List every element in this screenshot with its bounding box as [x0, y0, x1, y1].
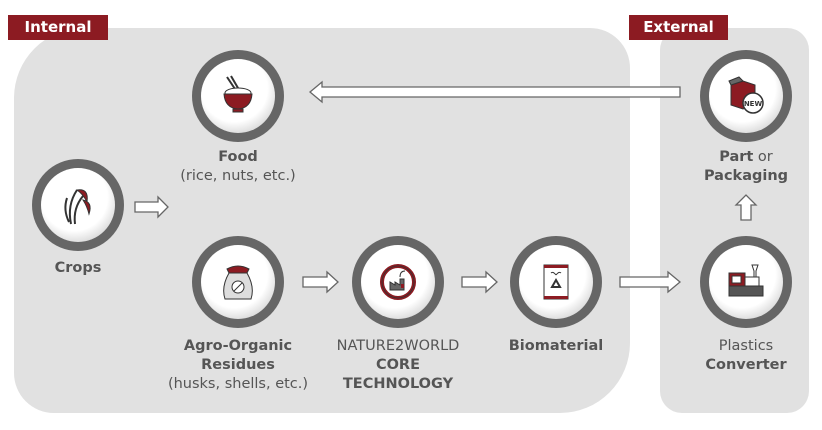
internal-tag: Internal: [8, 15, 108, 40]
residues-title-2: Residues: [201, 357, 275, 373]
core-technology-node: [352, 236, 444, 328]
external-tag: External: [629, 15, 728, 40]
plastics-converter-node: [700, 236, 792, 328]
crops-title: Crops: [54, 260, 102, 276]
core-line-2: CORE: [375, 357, 421, 373]
residues-node: [192, 236, 284, 328]
food-node: [192, 50, 284, 142]
residues-title-1: Agro-Organic: [183, 338, 293, 354]
core-line-1: NATURE2WORLD: [336, 338, 460, 354]
part-label: Part: [719, 149, 754, 165]
factory-cycle-icon: [380, 264, 416, 300]
part-title: Part or: [656, 148, 822, 167]
arrow-crops: [134, 195, 169, 219]
crops-node: [32, 159, 124, 251]
arrow-residue-to-core: [302, 270, 339, 294]
arrow-core-to-bio: [461, 270, 498, 294]
crop-plant-icon: [64, 189, 91, 225]
packaging-title: Packaging: [703, 168, 789, 184]
new-badge: NEW: [744, 100, 763, 108]
biomaterial-title: Biomaterial: [508, 338, 604, 354]
food-subtitle: (rice, nuts, etc.): [180, 168, 296, 184]
rice-bowl-icon: [223, 75, 253, 113]
arrow-bio-to-converter: [619, 270, 682, 294]
core-line-3: TECHNOLOGY: [342, 376, 454, 392]
or-label: or: [753, 149, 773, 165]
converter-line-1: Plastics: [718, 338, 774, 354]
part-packaging-node: NEW: [700, 50, 792, 142]
new-package-icon: NEW: [728, 76, 764, 114]
residues-subtitle: (husks, shells, etc.): [167, 376, 309, 392]
biomaterial-node: [510, 236, 602, 328]
arrow-converter-to-part: [734, 194, 758, 221]
molding-machine-icon: [728, 264, 764, 297]
arrow-part-to-food: [308, 80, 681, 104]
residue-sack-icon: [223, 265, 253, 300]
converter-line-2: Converter: [705, 357, 787, 373]
food-title: Food: [218, 149, 258, 165]
recycle-bag-icon: [543, 264, 569, 300]
